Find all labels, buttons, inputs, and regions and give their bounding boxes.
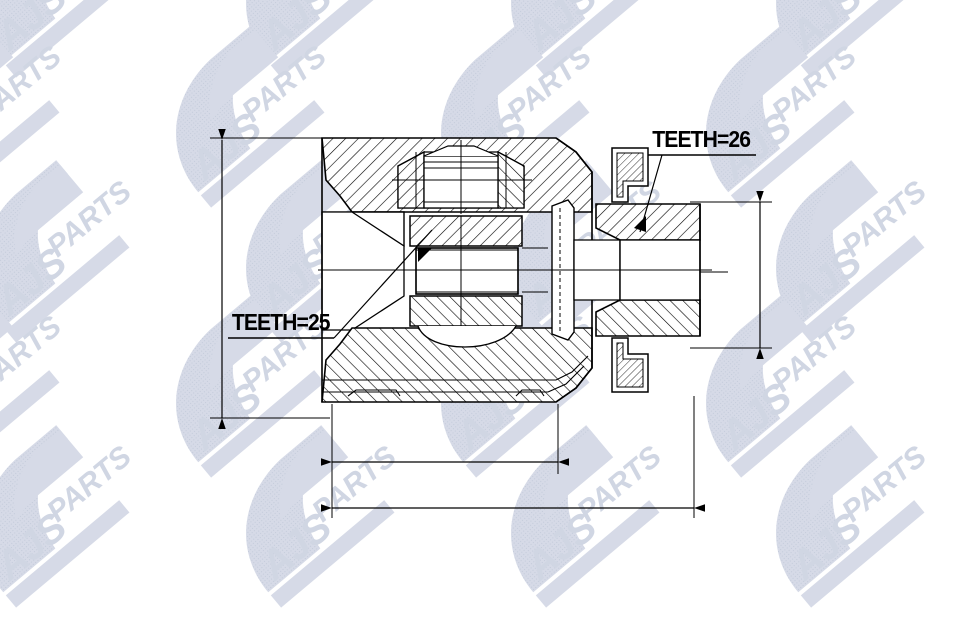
inner-race-spline-hub bbox=[409, 215, 548, 348]
annotation-teeth-25: TEETH=25 bbox=[228, 229, 433, 339]
joint-outer-housing bbox=[321, 137, 593, 403]
cage-upper-detail bbox=[392, 140, 532, 214]
dimension-height-overall-left bbox=[210, 129, 330, 429]
teeth-26-label: TEETH=26 bbox=[652, 126, 750, 152]
teeth-25-label: TEETH=25 bbox=[232, 309, 330, 335]
dimension-length-overall bbox=[321, 396, 705, 518]
dimension-height-hub-right bbox=[690, 191, 772, 359]
annotation-teeth-26: TEETH=26 bbox=[639, 126, 756, 233]
dimension-length-housing bbox=[321, 404, 569, 474]
